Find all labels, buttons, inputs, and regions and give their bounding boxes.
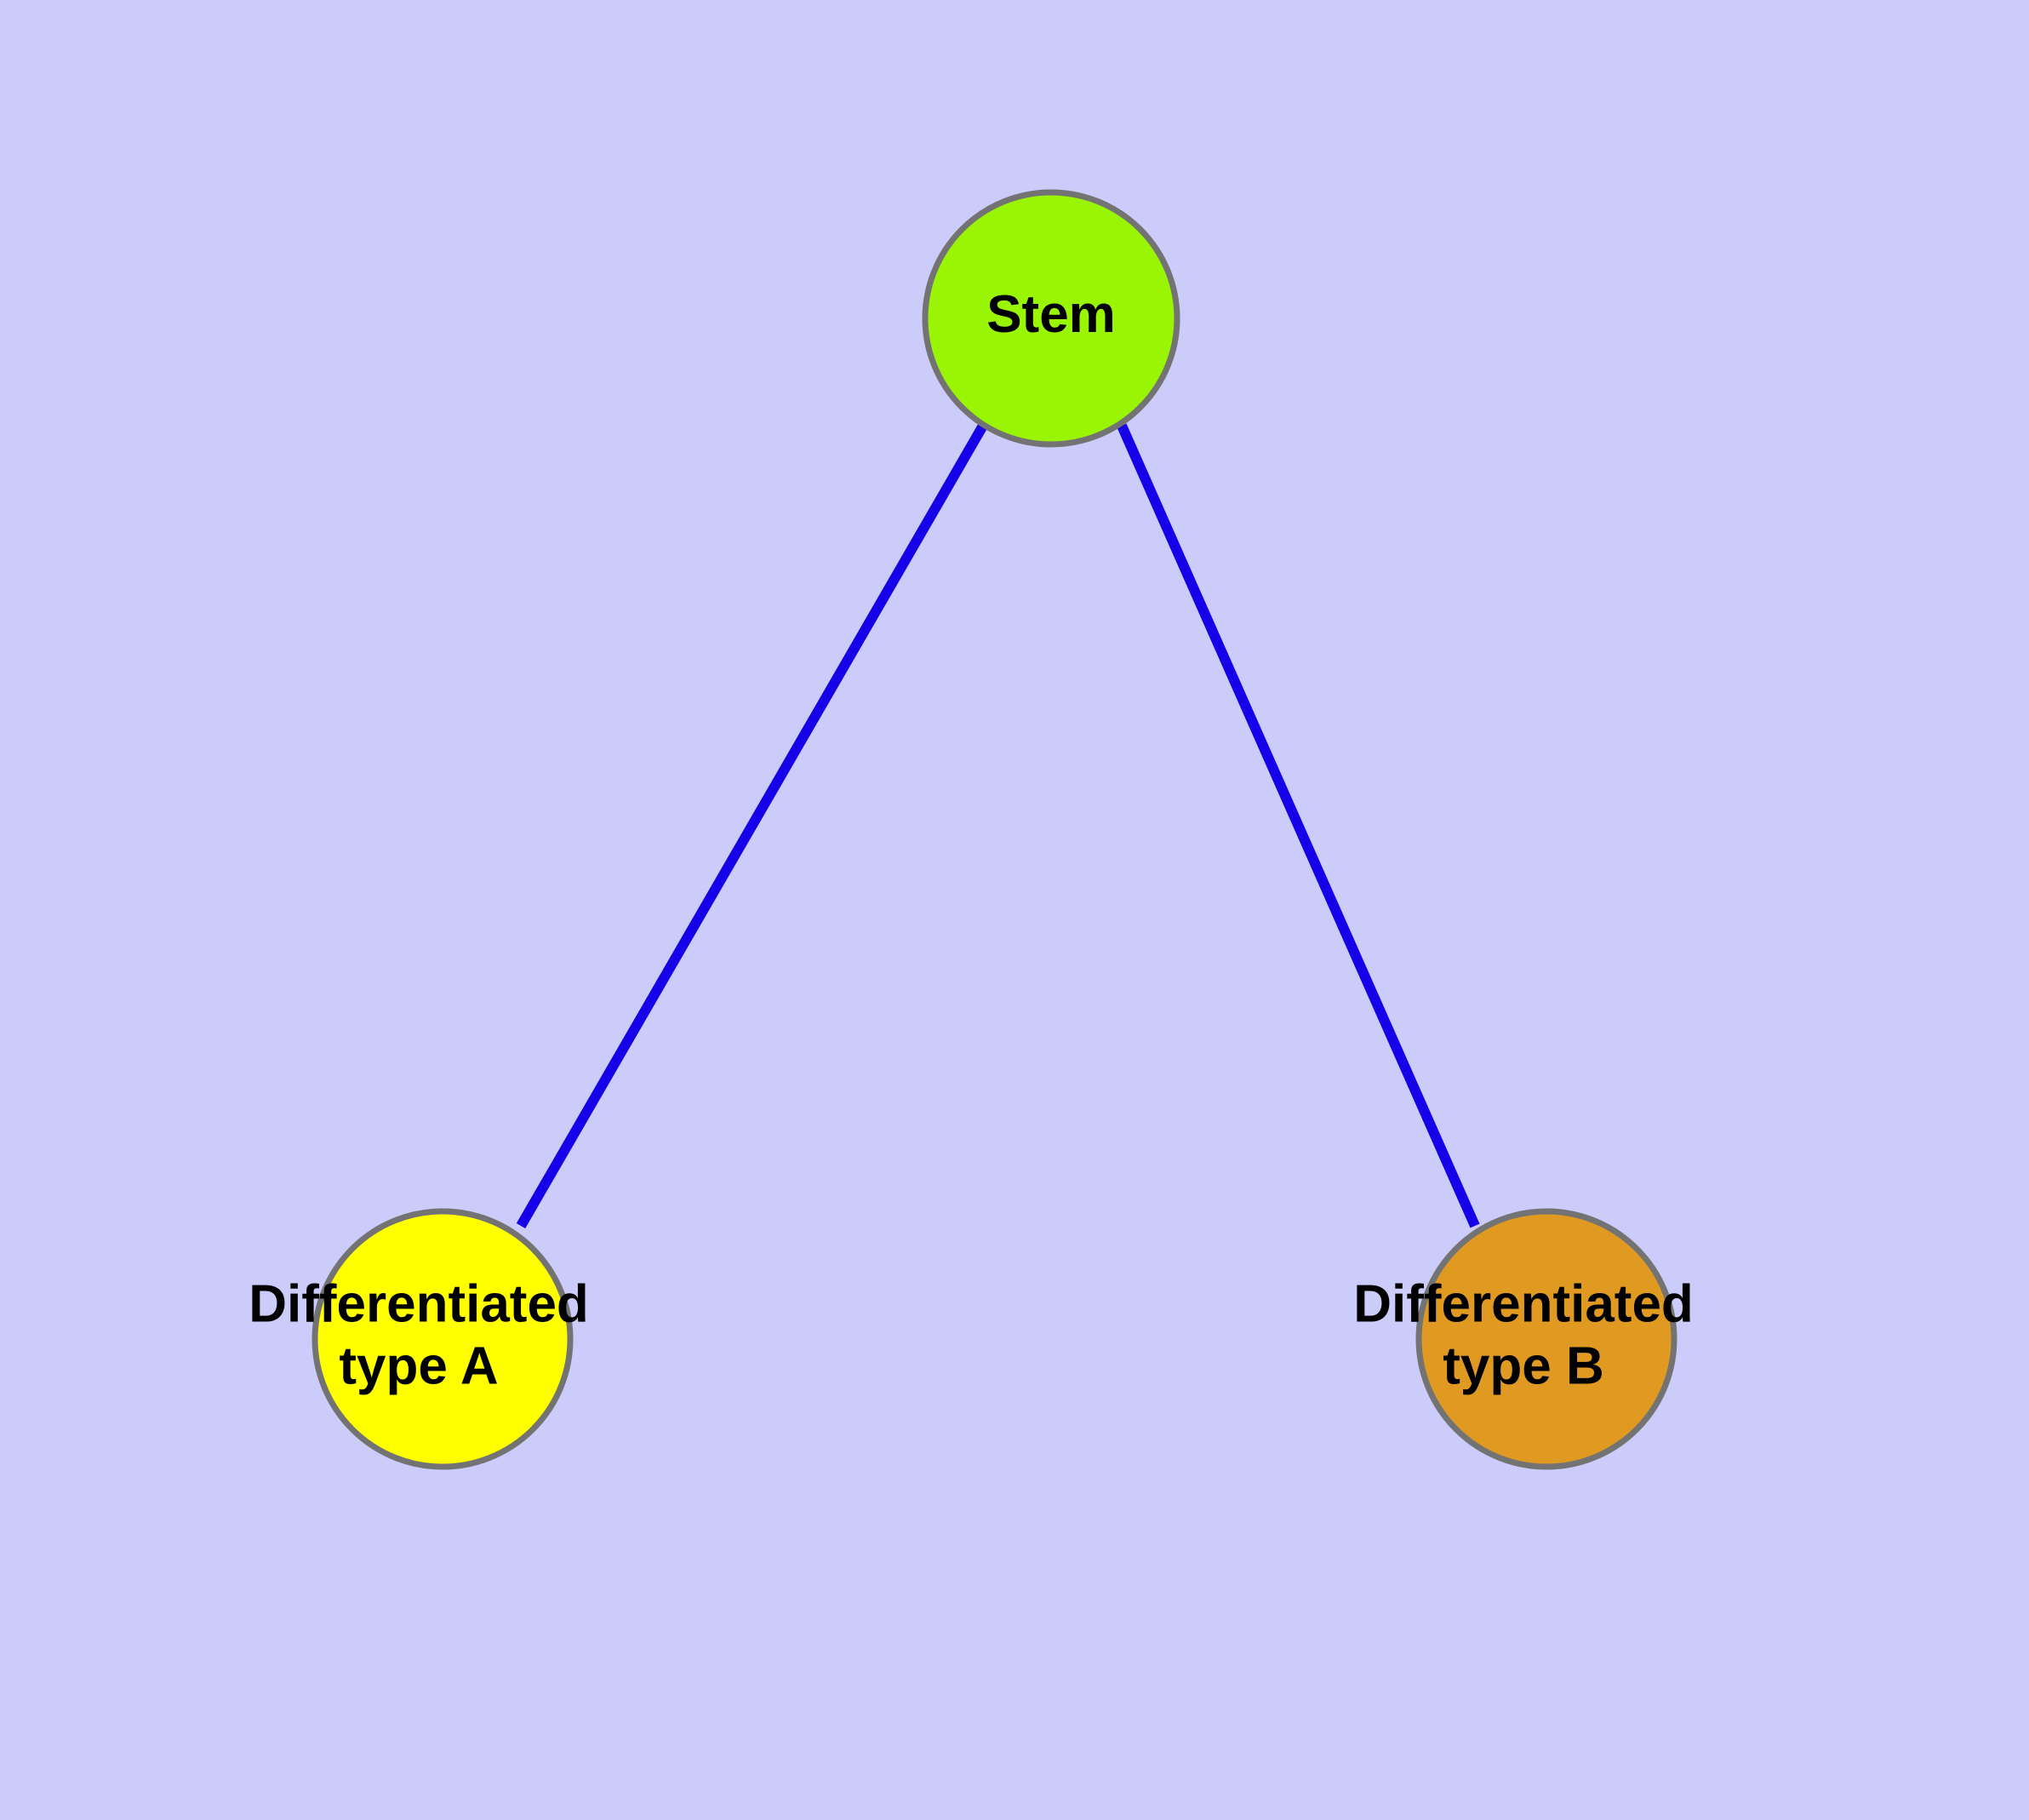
edge-stem-to-differentiated-b[interactable] — [1117, 423, 1480, 1228]
node-stem-label: Stem — [986, 285, 1116, 344]
edge-layer — [516, 422, 1480, 1229]
node-differentiated-type-a-circle[interactable] — [311, 1208, 574, 1470]
edge-stem-to-differentiated-a[interactable] — [516, 422, 988, 1229]
node-layer — [311, 189, 1677, 1470]
node-differentiated-type-b-circle[interactable] — [1415, 1208, 1677, 1470]
node-stem-circle[interactable] — [922, 189, 1180, 448]
